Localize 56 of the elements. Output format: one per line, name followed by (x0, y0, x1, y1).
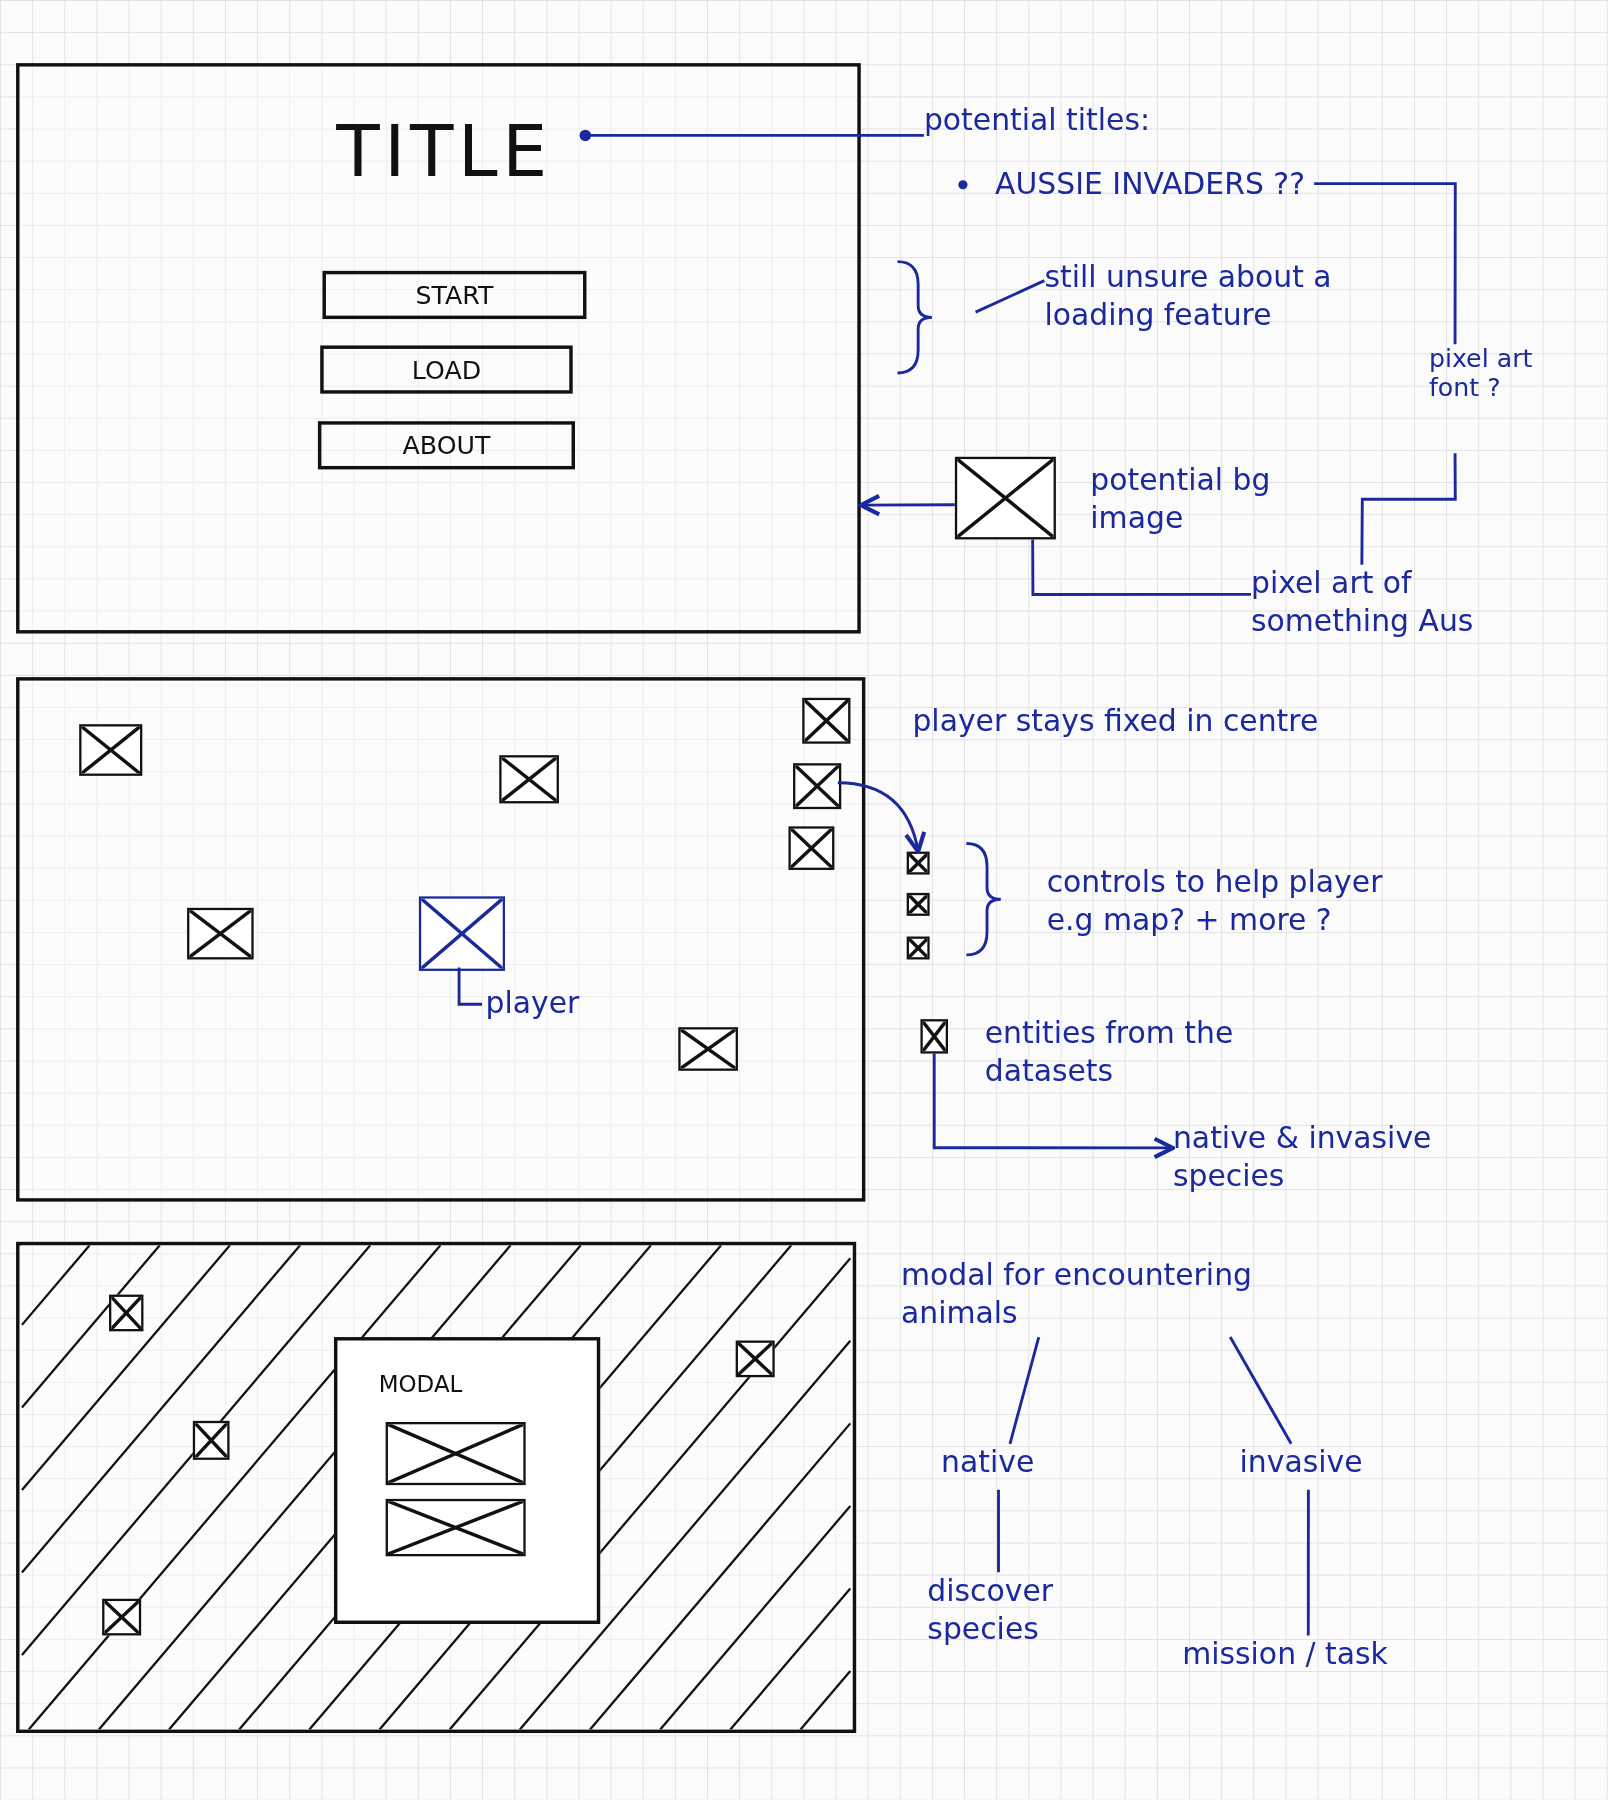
screen-frame (16, 63, 861, 634)
leader-line (1306, 1489, 1310, 1636)
arrow (932, 1053, 1175, 1160)
leader-line (997, 1489, 1000, 1573)
player-placeholder (418, 896, 505, 971)
note-heading: potential titles: (923, 101, 1151, 139)
image-placeholder (385, 1498, 526, 1557)
leader-line (457, 967, 483, 1006)
image-placeholder (385, 1422, 526, 1486)
note-text: mission / task (1182, 1635, 1515, 1673)
entity-placeholder (499, 755, 559, 804)
entity-placeholder (906, 936, 930, 960)
entity-placeholder (802, 697, 851, 744)
leader-line (1228, 1336, 1293, 1445)
leader-line (1360, 453, 1457, 565)
note-text: modal for encountering animals (900, 1256, 1338, 1332)
note-text: native (941, 1443, 1056, 1482)
menu-button: START (322, 270, 587, 320)
arrow (837, 781, 926, 854)
leader-line (1008, 1336, 1041, 1445)
note-text: player (485, 984, 601, 1023)
note-text: pixel art font ? (1428, 344, 1538, 403)
image-placeholder (954, 456, 1056, 540)
leader-line (579, 129, 924, 142)
caption-text: potential bg image (1090, 461, 1272, 536)
entity-placeholder (788, 826, 835, 870)
leader-line (1031, 539, 1251, 596)
entity-placeholder (920, 1019, 948, 1054)
screen-frame (16, 677, 866, 1202)
bullet-text: AUSSIE INVADERS ?? (995, 165, 1306, 203)
leader-line (1314, 182, 1457, 345)
entity-placeholder (906, 892, 930, 916)
note-text: controls to help player e.g map? + more ? (1046, 863, 1384, 938)
entity-placeholder (735, 1340, 775, 1378)
arrow (858, 493, 955, 517)
entity-placeholder (793, 763, 842, 810)
caption-text: entities from the datasets (984, 1014, 1235, 1090)
entity-placeholder (79, 724, 143, 776)
note-text: still unsure about a loading feature (1044, 258, 1401, 333)
menu-button: LOAD (320, 345, 573, 394)
modal-heading: MODAL (378, 1370, 463, 1398)
menu-button: ABOUT (317, 421, 575, 470)
entity-placeholder (187, 907, 254, 960)
note-text: discover species (927, 1572, 1077, 1647)
entity-placeholder (678, 1027, 738, 1071)
entity-placeholder (192, 1420, 230, 1460)
note-text: player stays fixed in centre (912, 702, 1320, 740)
entity-placeholder (102, 1598, 142, 1636)
entity-placeholder (109, 1294, 144, 1332)
note-text: invasive (1239, 1443, 1383, 1482)
entity-placeholder (906, 851, 930, 875)
title-text: TITLE (336, 109, 589, 193)
note-text: pixel art of something Aus (1251, 564, 1492, 640)
leader-line (974, 279, 1045, 314)
modal-window (334, 1337, 601, 1624)
note-text: native & invasive species (1172, 1119, 1437, 1194)
